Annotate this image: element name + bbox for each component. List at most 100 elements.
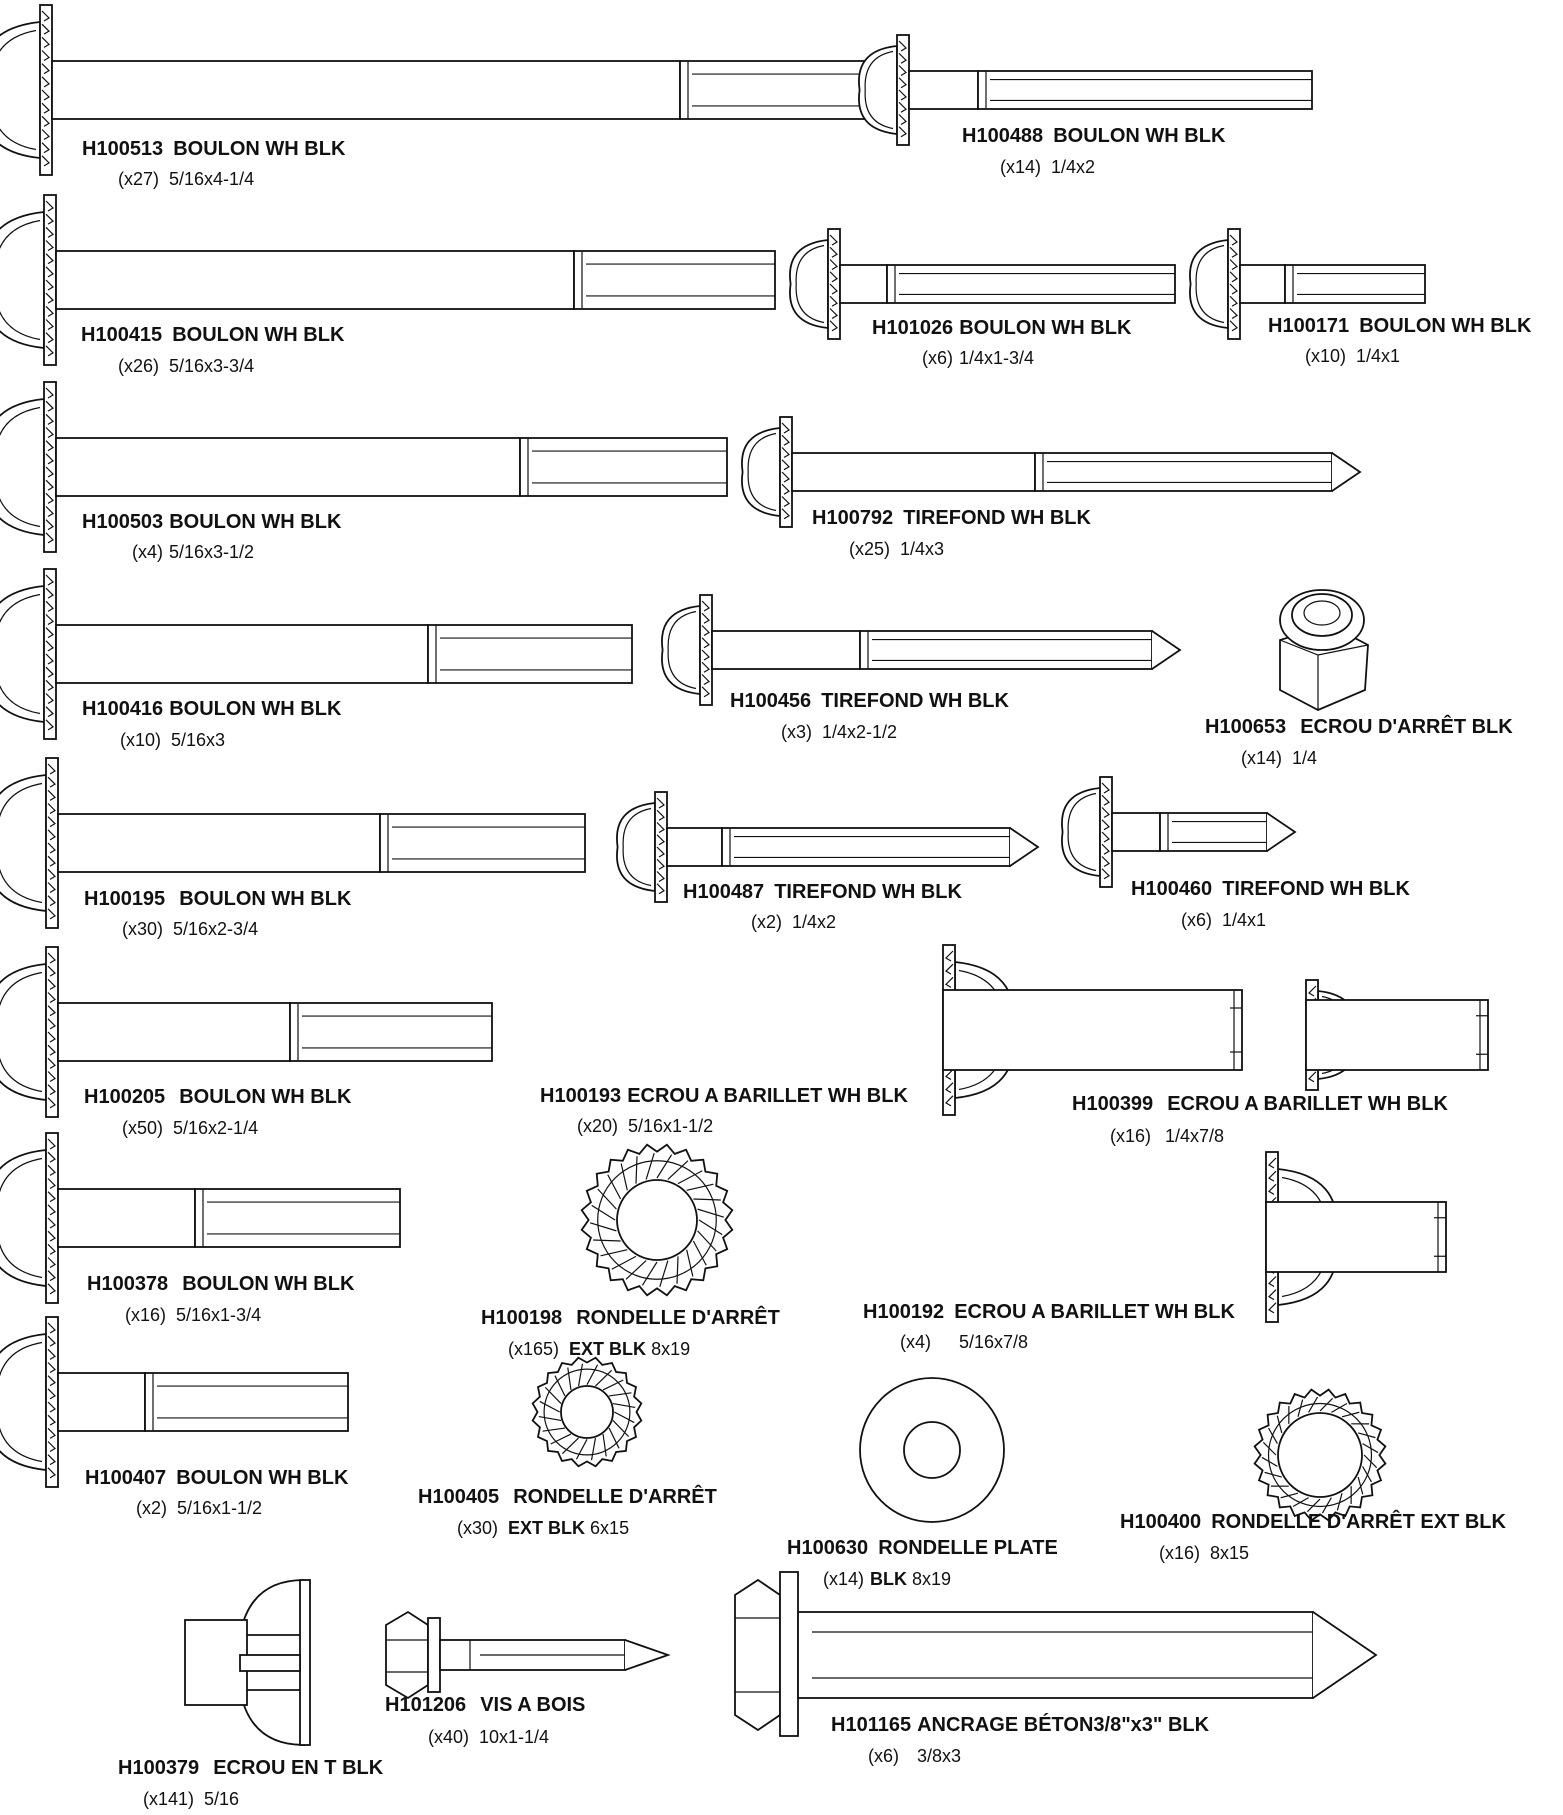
part-code: H100460: [1131, 878, 1213, 900]
part-code: H100456: [730, 690, 812, 712]
part-code: H100416: [82, 698, 164, 720]
part-qty: (x4): [132, 542, 163, 562]
bolt-h100205: [0, 946, 493, 1118]
lock-washer-h100405: [531, 1356, 643, 1468]
part-qty: (x27): [118, 169, 160, 189]
part-spec-h100415: (x26)5/16x3-3/4: [118, 355, 254, 377]
part-size: 8x19: [651, 1339, 691, 1359]
part-size: 3/8x3: [917, 1746, 962, 1766]
part-code: H100405: [418, 1486, 500, 1508]
bolt-h100513: [0, 4, 871, 176]
part-name: TIREFOND WH BLK: [1222, 878, 1410, 900]
part-size: 6x15: [590, 1518, 630, 1538]
part-spec-h100399: (x16)1/4x7/8: [1110, 1125, 1224, 1147]
part-code: H100503: [82, 511, 164, 533]
part-code: H100379: [118, 1757, 200, 1779]
part-size: 8x19: [912, 1569, 952, 1589]
lag-screw-h100487: [616, 791, 1040, 903]
part-size: 1/4x2-1/2: [822, 722, 898, 742]
part-name: BOULON WH BLK: [1053, 125, 1226, 147]
part-name: BOULON WH BLK: [179, 1086, 352, 1108]
part-name: ECROU A BARILLET WH BLK: [954, 1301, 1235, 1323]
part-name: RONDELLE PLATE: [878, 1537, 1058, 1559]
part-qty: (x14): [1000, 157, 1042, 177]
bolt-h100171: [1189, 228, 1426, 340]
part-size: 1/4x1: [1222, 910, 1267, 930]
part-spec-h100488: (x14)1/4x2: [1000, 156, 1095, 178]
part-qty: (x14): [823, 1569, 865, 1589]
part-spec-h100193: (x20)5/16x1-1/2: [577, 1115, 713, 1137]
part-name: BOULON WH BLK: [1359, 315, 1532, 337]
part-qty: (x2): [751, 912, 782, 932]
part-qty: (x14): [1241, 748, 1283, 768]
part-name: ANCRAGE BÉTON3/8"x3" BLK: [917, 1714, 1210, 1736]
t-nut-h100379: [184, 1579, 311, 1746]
part-spec-h100379: (x141)5/16: [143, 1788, 239, 1810]
part-spec-h100198: (x165)EXT BLK 8x19: [508, 1338, 690, 1360]
part-code: H100792: [812, 507, 894, 529]
part-code: H101026: [872, 317, 954, 339]
flat-washer-h100630: [859, 1377, 1005, 1523]
part-name: RONDELLE D'ARRÊT EXT BLK: [1211, 1511, 1506, 1533]
part-qty: (x16): [1159, 1543, 1201, 1563]
part-name: BOULON WH BLK: [169, 511, 342, 533]
part-size: 1/4x3: [900, 539, 945, 559]
part-code: H100192: [863, 1301, 945, 1323]
part-name: TIREFOND WH BLK: [903, 507, 1091, 529]
part-code: H100400: [1120, 1511, 1202, 1533]
part-qty: (x20): [577, 1116, 619, 1136]
part-qty: (x4): [900, 1332, 931, 1352]
part-name: BOULON WH BLK: [176, 1467, 349, 1489]
part-spec-h101165: (x6)3/8x3: [868, 1745, 961, 1767]
part-size: 5/16x4-1/4: [169, 169, 255, 189]
part-name: BOULON WH BLK: [172, 324, 345, 346]
lag-screw-h100456: [661, 594, 1182, 706]
part-code: H100171: [1268, 315, 1350, 337]
part-qty: (x165): [508, 1339, 560, 1359]
barrel-nut-h100193: [942, 944, 1243, 1116]
part-size: 8x15: [1210, 1543, 1250, 1563]
part-code: H100415: [81, 324, 163, 346]
part-qty: (x6): [1181, 910, 1212, 930]
part-size: 5/16x3-3/4: [169, 356, 255, 376]
part-name: RONDELLE D'ARRÊT: [576, 1307, 780, 1329]
bolt-h100378: [0, 1132, 401, 1304]
part-spec-h100171: (x10)1/4x1: [1305, 345, 1400, 367]
part-name: ECROU A BARILLET WH BLK: [1167, 1093, 1448, 1115]
part-spec-h100513: (x27) 5/16x4-1/4: [118, 168, 254, 190]
part-label-h100400: H100400 RONDELLE D'ARRÊT EXT BLK: [1120, 1510, 1506, 1534]
part-qty: (x10): [1305, 346, 1347, 366]
part-name: BOULON WH BLK: [182, 1273, 355, 1295]
part-qty: (x40): [428, 1727, 470, 1747]
part-size: 1/4x7/8: [1165, 1126, 1225, 1146]
part-qty: (x141): [143, 1789, 195, 1809]
bolt-h101026: [789, 228, 1176, 340]
part-label-h100460: H100460 TIREFOND WH BLK: [1131, 877, 1410, 901]
part-size: 5/16x2-1/4: [173, 1118, 259, 1138]
part-spec-h100405: (x30)EXT BLK 6x15: [457, 1517, 629, 1539]
part-code: H101206: [385, 1694, 467, 1716]
part-spec-h100400: (x16) 8x15: [1159, 1542, 1249, 1564]
part-spec-h100456: (x3)1/4x2-1/2: [781, 721, 897, 743]
part-label-h100792: H100792 TIREFOND WH BLK: [812, 506, 1091, 530]
part-name: BOULON WH BLK: [169, 698, 342, 720]
part-size: 1/4x1-3/4: [959, 348, 1035, 368]
part-size: 1/4x2: [792, 912, 837, 932]
part-spec-h100192: (x4)5/16x7/8: [900, 1331, 1028, 1353]
part-label-h100171: H100171 BOULON WH BLK: [1268, 314, 1531, 338]
bolt-h100407: [0, 1316, 349, 1488]
wood-screw-h101206: [385, 1610, 671, 1700]
part-spec-h100407: (x2)5/16x1-1/2: [136, 1497, 262, 1519]
bolt-h100503: [0, 381, 728, 553]
